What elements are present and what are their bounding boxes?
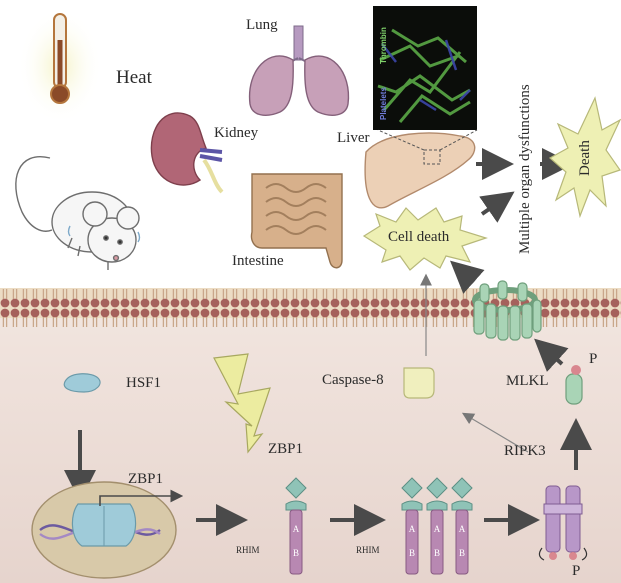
lightning-icon: [213, 353, 271, 454]
intestine-label: Intestine: [232, 253, 284, 269]
zbp1-domain-a: A: [409, 524, 416, 534]
mod-label: Multiple organ dysfunctions: [517, 84, 533, 254]
lung-label: Lung: [246, 17, 278, 33]
arrow-ripk3-to-caspase: [461, 412, 529, 453]
liver-label: Liver: [337, 130, 370, 146]
zbp1-protein-label: ZBP1: [268, 441, 304, 457]
arrow-pore-to-celldeath: [450, 260, 485, 294]
zbp1-domain-a: A: [459, 524, 466, 534]
lung-icon: [248, 25, 350, 116]
death-burst: [548, 96, 621, 219]
zbp1-domain-a: A: [434, 524, 441, 534]
arrow-mlkl-to-pore: [534, 338, 569, 372]
ripk3-dimer: [538, 485, 588, 561]
mlkl-label: MLKL: [506, 373, 549, 389]
arrow-transcription: [99, 489, 184, 506]
zbp1-oligomer-1: A B: [401, 477, 423, 575]
ripk3-phospho-label: P: [572, 563, 581, 579]
liver-icon: [364, 129, 478, 209]
mlkl-protein: [565, 365, 583, 405]
zbp1-domain-b: B: [434, 548, 440, 558]
kidney-label: Kidney: [214, 125, 259, 141]
zbp1-domain-b: B: [409, 548, 415, 558]
heat-label: Heat: [116, 67, 152, 88]
caspase8-label: Caspase-8: [322, 372, 384, 388]
intestine-icon: [250, 173, 343, 269]
arrow-celldeath-to-mod: [479, 191, 515, 223]
hsf1-label: HSF1: [126, 375, 162, 391]
mlkl-pore: [472, 280, 542, 341]
platelets-stain-label: Platelets: [379, 87, 388, 120]
zbp1-domain-b: B: [459, 548, 465, 558]
cell-death-burst: [362, 207, 488, 271]
mlkl-phospho-label: P: [589, 351, 598, 367]
thermometer-icon: [18, 8, 102, 124]
death-label: Death: [577, 140, 593, 176]
thrombin-stain-label: Thrombin: [379, 27, 388, 64]
zbp1-monomer: A B: [285, 477, 307, 575]
hsf1-protein: [63, 373, 101, 393]
caspase8-protein: [403, 367, 435, 399]
rhim-label-oligomer: RHIM: [356, 545, 380, 555]
zbp1-oligomer-3: A B: [451, 477, 473, 575]
zbp1-oligomer-2: A B: [426, 477, 448, 575]
nucleus: [31, 481, 177, 579]
zbp1-gene-label: ZBP1: [128, 471, 164, 487]
zbp1-domain-b: B: [293, 548, 299, 558]
kidney-icon: [150, 112, 224, 194]
mouse-icon: [15, 156, 141, 270]
ripk3-label: RIPK3: [504, 443, 546, 459]
zbp1-domain-a: A: [293, 524, 300, 534]
rhim-label-monomer: RHIM: [236, 545, 260, 555]
cell-death-label: Cell death: [388, 229, 450, 245]
micrograph-image: [373, 6, 477, 130]
